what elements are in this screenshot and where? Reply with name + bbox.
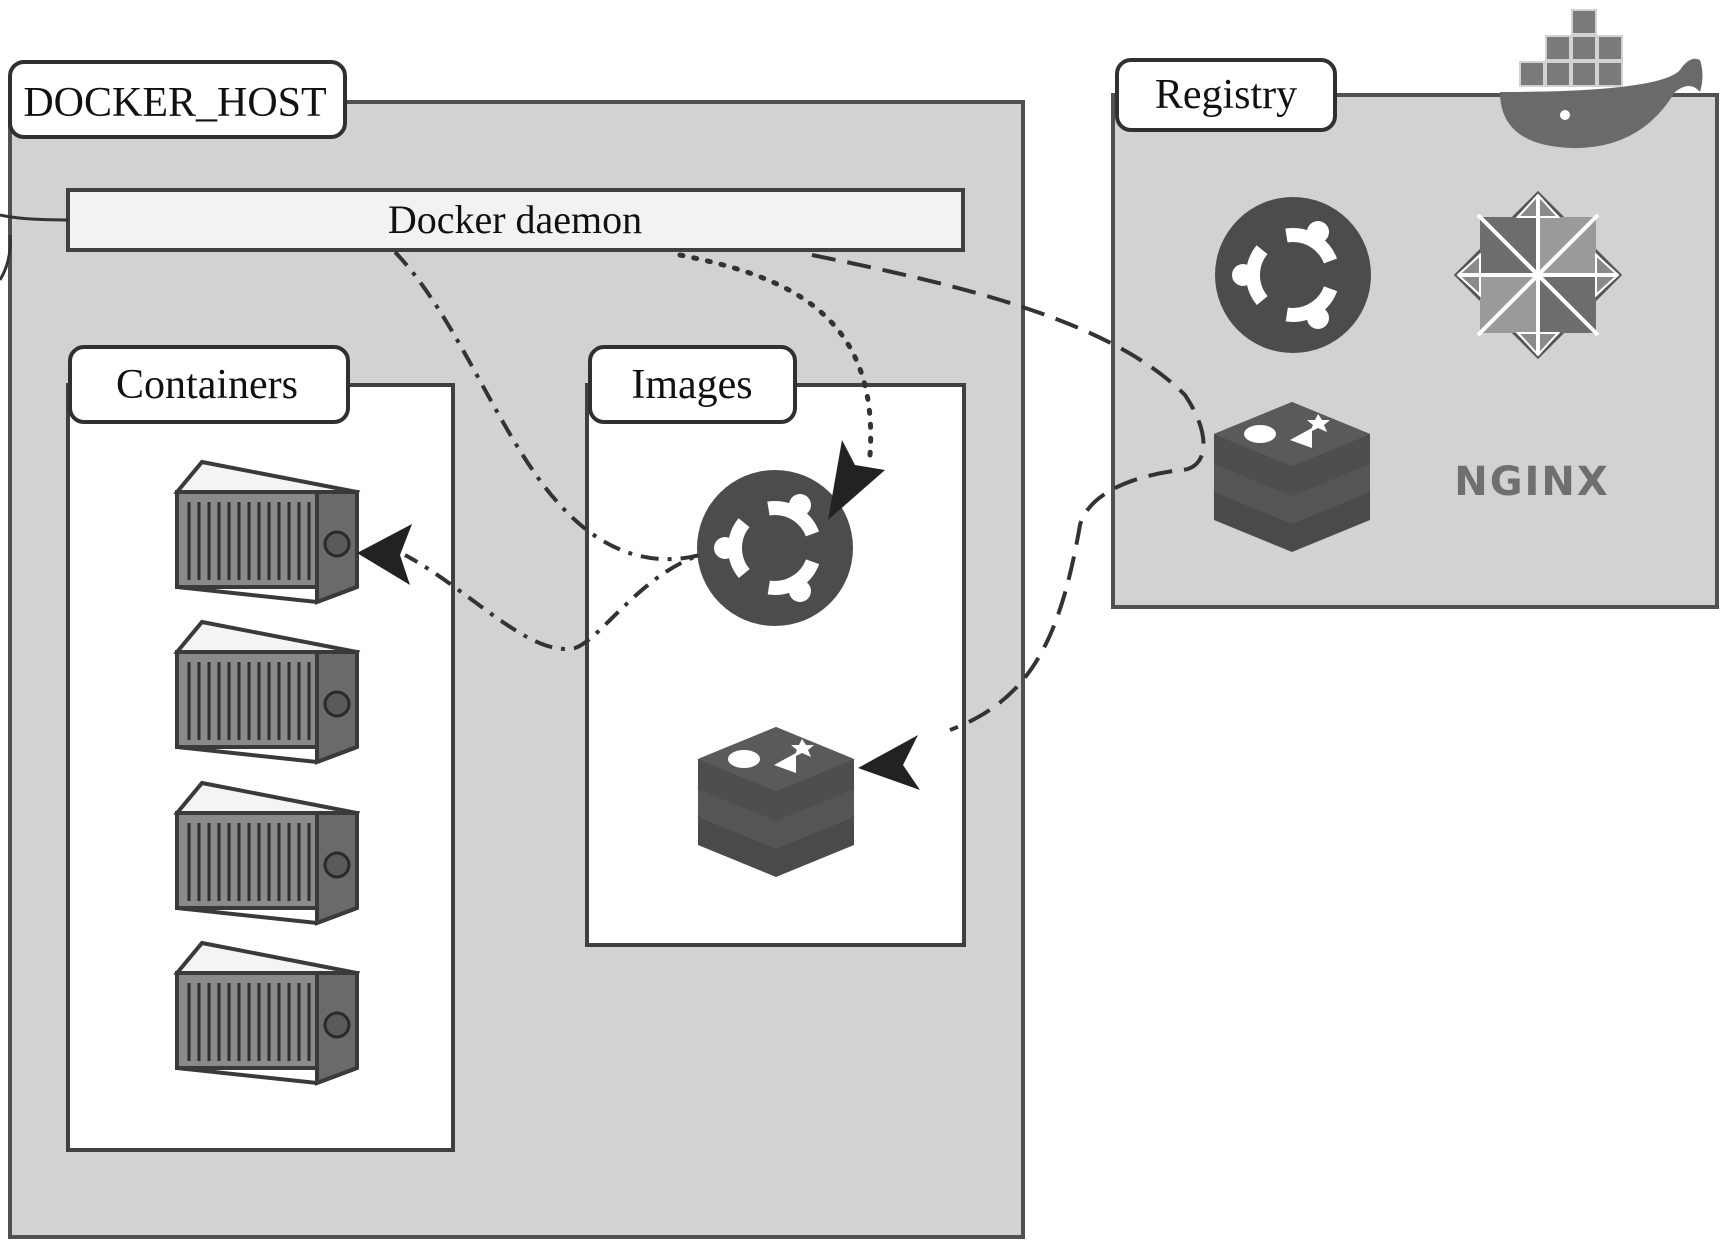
redis-icon [1212,400,1372,554]
build-flow-line [677,252,874,458]
docker-daemon-label: Docker daemon [388,197,642,242]
pull-arrowhead [858,735,920,790]
images-panel: Images [585,345,966,947]
nginx-icon: NGINX [1454,459,1610,505]
ubuntu-icon [1215,197,1371,353]
run-flow-line [393,250,701,651]
containers-label: Containers [116,362,298,408]
docker-daemon-bar: Docker daemon [66,188,965,252]
docker-host-label: DOCKER_HOST [23,80,326,126]
pull-flow-line [811,253,1206,732]
containers-tab [68,345,350,424]
docker-whale-icon [1500,9,1703,149]
run-arrowhead [357,524,412,585]
docker-host-tab [8,60,347,139]
ubuntu-icon [697,470,853,626]
images-tab [588,345,797,424]
containers-panel: Containers [66,345,455,1152]
build-arrowhead [828,440,885,520]
centos-icon [1453,190,1623,360]
redis-icon [696,725,856,879]
registry-label: Registry [1155,72,1297,118]
registry-tab [1115,58,1337,132]
registry-panel: Registry [1111,9,1719,609]
images-label: Images [631,362,752,408]
client-connector-line [0,213,69,281]
